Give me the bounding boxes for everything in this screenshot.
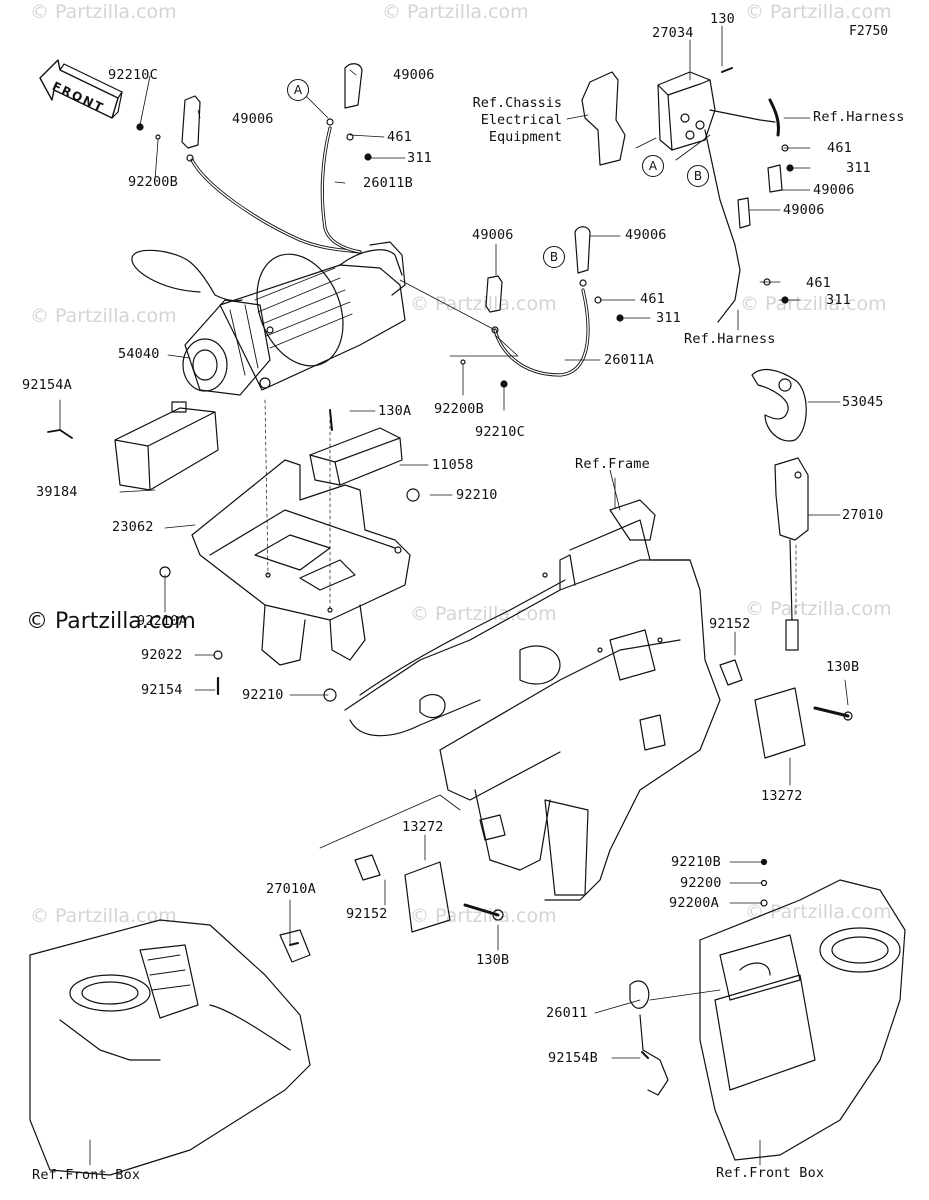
ref-harness-label-top: Ref.Harness bbox=[813, 109, 905, 125]
watermark-text: © Partzilla.com bbox=[30, 905, 177, 927]
part-label-92210C-top: 92210C bbox=[108, 67, 158, 83]
bracket-11058 bbox=[309, 409, 420, 502]
part-label-49006-a: 49006 bbox=[393, 67, 435, 83]
hook-53045 bbox=[751, 368, 807, 442]
part-label-92152-right: 92152 bbox=[709, 616, 751, 632]
part-label-13272-right: 13272 bbox=[761, 788, 803, 804]
part-label-130B-center: 130B bbox=[476, 952, 510, 968]
ref-frame-label: Ref.Frame bbox=[575, 456, 650, 472]
ref-chassis-electrical-label: Ref.Chassis Electrical Equipment bbox=[472, 95, 562, 145]
part-label-461-a: 461 bbox=[387, 129, 412, 145]
part-label-92200: 92200 bbox=[680, 875, 722, 891]
watermark-text: © Partzilla.com bbox=[410, 603, 557, 625]
solenoid-assembly bbox=[581, 67, 783, 323]
winch-cable-26011A bbox=[399, 226, 591, 377]
frame-ref bbox=[344, 499, 721, 901]
watermark-layer: © Partzilla.com © Partzilla.com © Partzi… bbox=[26, 1, 892, 927]
part-label-49006-d: 49006 bbox=[783, 202, 825, 218]
strap-27010 bbox=[774, 457, 809, 651]
winch-cable-26011B bbox=[181, 63, 363, 254]
part-label-11058: 11058 bbox=[432, 457, 474, 473]
part-label-27034: 27034 bbox=[652, 25, 694, 41]
part-label-130: 130 bbox=[710, 11, 735, 27]
part-label-92210A: 92210A bbox=[137, 613, 187, 629]
part-label-92210-upper: 92210 bbox=[456, 487, 498, 503]
ref-front-box-left-label: Ref.Front Box bbox=[32, 1167, 141, 1183]
watermark-text: © Partzilla.com bbox=[740, 293, 887, 315]
part-label-92154: 92154 bbox=[141, 682, 183, 698]
ref-harness-label-mid: Ref.Harness bbox=[684, 331, 776, 347]
figure-id: F2750 bbox=[849, 24, 889, 39]
part-label-311-b: 311 bbox=[846, 160, 871, 176]
part-label-130A: 130A bbox=[378, 403, 412, 419]
part-label-92154B: 92154B bbox=[548, 1050, 598, 1066]
watermark-text: © Partzilla.com bbox=[382, 1, 529, 23]
watermark-text: © Partzilla.com bbox=[745, 598, 892, 620]
part-label-92022: 92022 bbox=[141, 647, 183, 663]
fairlead-39184 bbox=[47, 401, 219, 491]
front-box-left bbox=[29, 919, 311, 1176]
part-label-13272-center: 13272 bbox=[402, 819, 444, 835]
part-label-23062: 23062 bbox=[112, 519, 154, 535]
part-label-461-d: 461 bbox=[640, 291, 665, 307]
watermark-text: © Partzilla.com bbox=[30, 305, 177, 327]
watermark-text: © Partzilla.com bbox=[410, 293, 557, 315]
part-label-92200B-top: 92200B bbox=[128, 174, 178, 190]
front-arrow-icon bbox=[39, 59, 123, 119]
mount-plate-23062 bbox=[191, 459, 411, 666]
part-label-92152-center: 92152 bbox=[346, 906, 388, 922]
ref-front-box-right-label: Ref.Front Box bbox=[716, 1165, 825, 1181]
part-label-311-c: 311 bbox=[826, 292, 851, 308]
callout-a-right: A bbox=[642, 155, 664, 177]
part-label-92200A: 92200A bbox=[669, 895, 719, 911]
part-label-311-a: 311 bbox=[407, 150, 432, 166]
part-label-461-b: 461 bbox=[827, 140, 852, 156]
part-label-49006-b: 49006 bbox=[232, 111, 274, 127]
part-label-26011B: 26011B bbox=[363, 175, 413, 191]
part-label-49006-c: 49006 bbox=[813, 182, 855, 198]
watermark-text: © Partzilla.com bbox=[745, 901, 892, 923]
leader-lines bbox=[59, 25, 849, 1166]
part-label-27010: 27010 bbox=[842, 507, 884, 523]
spacer-plate-right bbox=[719, 659, 853, 759]
spacer-plate-center bbox=[354, 854, 504, 933]
watermark-text: © Partzilla.com bbox=[745, 1, 892, 23]
watermark-text: © Partzilla.com bbox=[410, 905, 557, 927]
small-hardware bbox=[136, 123, 794, 907]
part-label-92210C-mid: 92210C bbox=[475, 424, 525, 440]
winch-assembly bbox=[131, 241, 406, 396]
part-label-92210B: 92210B bbox=[671, 854, 721, 870]
part-label-92200B-mid: 92200B bbox=[434, 401, 484, 417]
part-label-92154A: 92154A bbox=[22, 377, 72, 393]
part-label-27010A: 27010A bbox=[266, 881, 316, 897]
part-label-26011A: 26011A bbox=[604, 352, 654, 368]
part-label-39184: 39184 bbox=[36, 484, 78, 500]
dashed-leaders bbox=[264, 399, 797, 616]
part-label-54040: 54040 bbox=[118, 346, 160, 362]
part-label-53045: 53045 bbox=[842, 394, 884, 410]
part-label-130B-right: 130B bbox=[826, 659, 860, 675]
part-label-311-d: 311 bbox=[656, 310, 681, 326]
callout-b-mid: B bbox=[543, 246, 565, 268]
part-label-49006-e: 49006 bbox=[472, 227, 514, 243]
part-label-92210-lower: 92210 bbox=[242, 687, 284, 703]
part-label-49006-f: 49006 bbox=[625, 227, 667, 243]
part-label-26011: 26011 bbox=[546, 1005, 588, 1021]
watermark-text: © Partzilla.com bbox=[30, 1, 177, 23]
front-box-right bbox=[629, 879, 906, 1161]
callout-b-right: B bbox=[687, 165, 709, 187]
part-label-461-c: 461 bbox=[806, 275, 831, 291]
callout-a-left: A bbox=[287, 79, 309, 101]
watermark-text-large: © Partzilla.com bbox=[26, 609, 196, 634]
